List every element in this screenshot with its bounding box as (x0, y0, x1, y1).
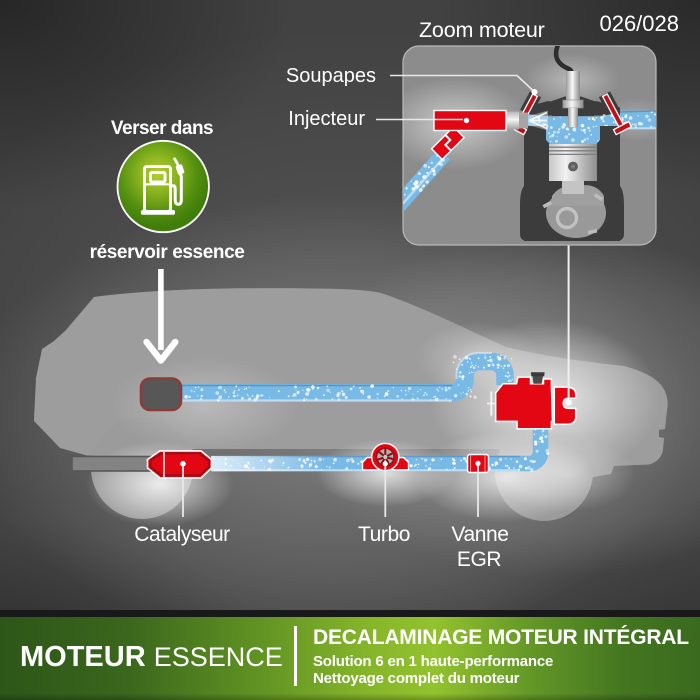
svg-text:Vanne: Vanne (451, 523, 508, 546)
svg-text:Turbo: Turbo (358, 523, 410, 546)
svg-text:Soupapes: Soupapes (286, 65, 376, 87)
svg-text:réservoir essence: réservoir essence (90, 242, 245, 263)
svg-text:026/028: 026/028 (599, 11, 679, 36)
svg-text:Injecteur: Injecteur (288, 108, 365, 130)
svg-text:Catalyseur: Catalyseur (134, 523, 230, 546)
svg-text:EGR: EGR (457, 548, 502, 571)
svg-text:Zoom moteur: Zoom moteur (419, 18, 545, 42)
svg-text:Verser dans: Verser dans (111, 118, 213, 139)
